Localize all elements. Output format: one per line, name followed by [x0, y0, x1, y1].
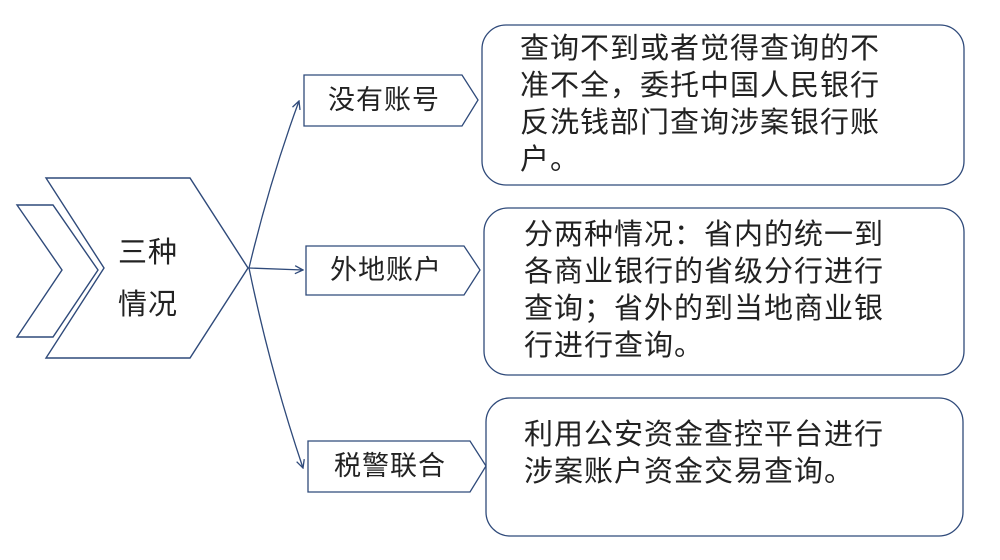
branch-label-out-of-town-account: 外地账户: [330, 255, 442, 286]
branch-label-tax-police-joint: 税警联合: [334, 451, 446, 482]
center-label: 三种 情况: [118, 235, 179, 321]
main-chevron-shape: [44, 177, 249, 359]
label-tag-shape-3: [307, 440, 487, 493]
description-box-2: [483, 207, 965, 376]
connector-line-1: [248, 101, 299, 269]
label-tag-shape-2: [305, 245, 481, 296]
branch-label-no-account: 没有账号: [328, 85, 440, 116]
connector-line-2: [248, 268, 303, 270]
branch-description-tax-police-joint: 利用公安资金查控平台进行 涉案账户资金交易查询。: [524, 417, 885, 488]
branch-description-out-of-town-account: 分两种情况：省内的统一到 各商业银行的省级分行进行 查询；省外的到当地商业银 行…: [524, 217, 885, 362]
back-chevron-shape: [15, 204, 99, 338]
connector-line-3: [248, 267, 303, 468]
label-tag-shape-1: [303, 74, 479, 127]
branch-description-no-account: 查询不到或者觉得查询的不 准不全，委托中国人民银行 反洗钱部门查询涉案银行账 户…: [520, 31, 881, 176]
description-box-3: [485, 397, 964, 537]
description-box-1: [481, 24, 965, 186]
